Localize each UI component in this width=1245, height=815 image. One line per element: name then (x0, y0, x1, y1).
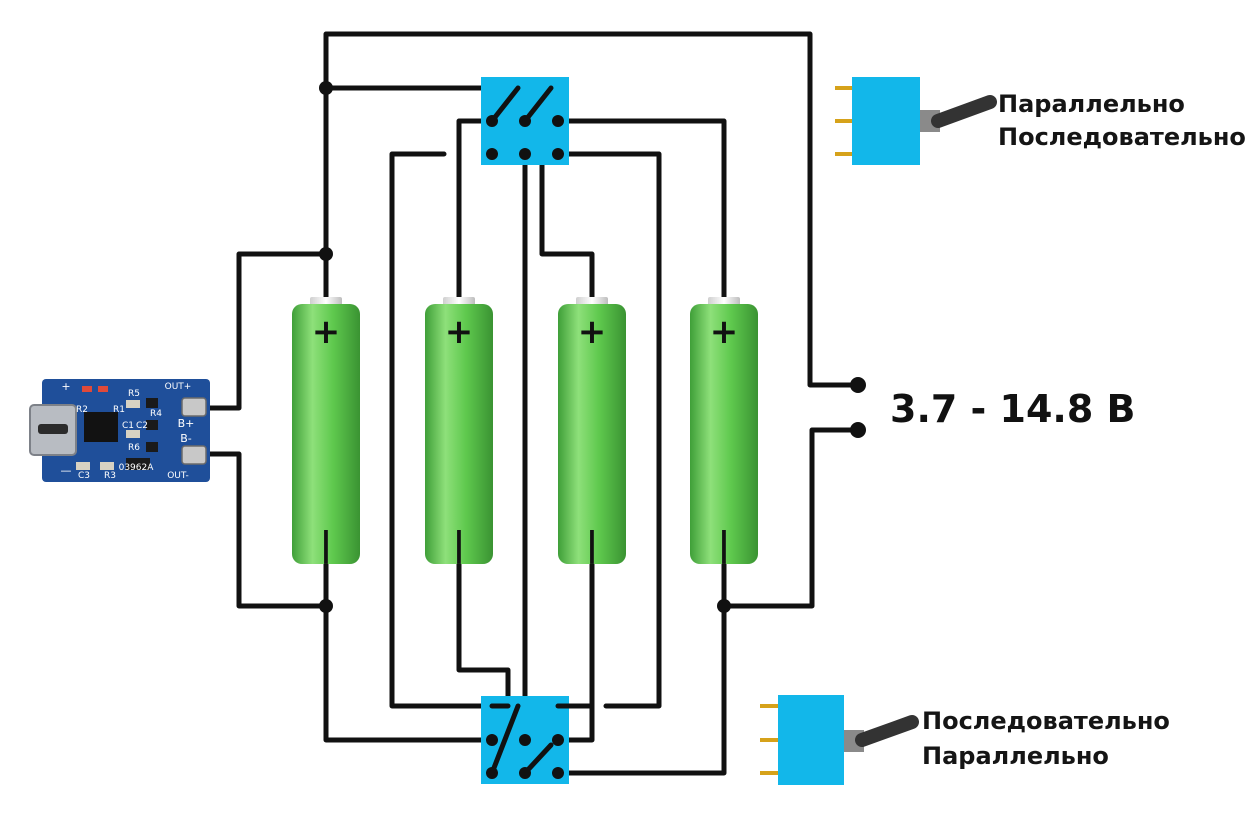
pcb-component-label: R2 (76, 405, 88, 415)
output-terminal-negative (850, 422, 866, 438)
pcb-chip-code: 03962A (119, 463, 155, 473)
smd-component (126, 400, 140, 408)
pcb-component-label: C2 (136, 421, 148, 431)
battery-plus-sign: + (710, 312, 739, 352)
top-switch-label-line1: Параллельно (998, 90, 1185, 118)
chip-icon (84, 412, 118, 442)
top-switch-label-line2: Последовательно (998, 123, 1245, 151)
battery-minus-sign: | (453, 525, 465, 565)
top-switch-lever (489, 85, 521, 124)
battery-plus-sign: + (445, 312, 474, 352)
battery-3: + | (558, 297, 626, 565)
wire-battery2-negative (456, 557, 511, 709)
battery-4: + | (690, 297, 758, 565)
bottom-switch-terminal (552, 767, 564, 779)
pcb-bplus-label: B+ (178, 417, 195, 430)
top-switch-terminal (552, 115, 564, 127)
battery-plus-sign: + (312, 312, 341, 352)
top-switch (481, 77, 569, 165)
pcb-outplus-label: OUT+ (165, 382, 192, 392)
battery-body (558, 304, 626, 564)
wire-output-positive (323, 31, 861, 388)
battery-plus-sign: + (578, 312, 607, 352)
pcb-outminus-label: OUT- (167, 471, 189, 481)
smd-component (100, 462, 114, 470)
bottom-switch-terminal (552, 734, 564, 746)
wire-battery3-negative (575, 557, 595, 709)
bottom-switch-terminal (486, 734, 498, 746)
led-icon (82, 386, 92, 392)
toggle-switch-bottom-icon (760, 695, 919, 785)
bottom-switch-label-line1: Последовательно (922, 707, 1170, 735)
wire-battery1-negative (323, 557, 495, 743)
bottom-switch-terminal (519, 734, 531, 746)
wire-battery4-positive (555, 118, 727, 303)
battery-minus-sign: | (320, 525, 332, 565)
pcb-component-label: R4 (150, 409, 162, 419)
pcb-component-label: C1 (122, 421, 134, 431)
pcb-component-label: R6 (128, 443, 140, 453)
pcb-minus-label: — (61, 464, 72, 477)
battery-2: + | (425, 297, 493, 565)
smd-component (126, 430, 140, 438)
bottom-switch-lever (522, 742, 554, 776)
junctions (319, 81, 866, 613)
toggle-switch-top-icon (835, 77, 997, 165)
battery-body (292, 304, 360, 564)
wire-right-loop (555, 151, 662, 709)
junction-dot (319, 81, 333, 95)
bottom-switch-label-line2: Параллельно (922, 742, 1109, 770)
battery-body (690, 304, 758, 564)
bottom-switch (481, 696, 581, 784)
battery-minus-sign: | (718, 525, 730, 565)
output-terminal-positive (850, 377, 866, 393)
pcb-component-label: R5 (128, 389, 140, 399)
battery-body (425, 304, 493, 564)
usb-port-slot (38, 424, 68, 434)
wire-charger-bminus (205, 451, 329, 609)
wire-charger-bplus (205, 251, 329, 411)
voltage-range-label: 3.7 - 14.8 В (890, 387, 1136, 431)
charger-module: + — OUT+ OUT- B+ B- 03962A R2 R1 R5 C1 C… (29, 379, 210, 482)
wire-bottom-switch-right (555, 703, 595, 743)
pcb-plus-label: + (61, 380, 70, 393)
smd-component (76, 462, 90, 470)
top-switch-terminal (519, 148, 531, 160)
pcb-component-label: C3 (78, 471, 90, 481)
smd-component (126, 458, 150, 470)
pcb-component-label: R1 (113, 405, 125, 415)
wire-output-negative (721, 427, 861, 609)
junction-dot (717, 599, 731, 613)
battery-1: + | (292, 297, 360, 565)
battery-minus-sign: | (586, 525, 598, 565)
junction-dot (319, 599, 333, 613)
pcb-component-label: R3 (104, 471, 116, 481)
bottom-switch-lever (489, 703, 521, 776)
led-icon (98, 386, 108, 392)
top-switch-terminal (486, 148, 498, 160)
pcb-bminus-label: B- (180, 432, 192, 445)
smd-component (146, 398, 158, 408)
bplus-pad (181, 397, 207, 417)
top-switch-lever (522, 85, 554, 124)
smd-component (146, 420, 158, 430)
wire-battery4-negative (555, 557, 727, 776)
wire-left-loop (389, 151, 495, 709)
top-switch-terminal (552, 148, 564, 160)
junction-dot (319, 247, 333, 261)
bminus-pad (181, 445, 207, 465)
smd-component (146, 442, 158, 452)
